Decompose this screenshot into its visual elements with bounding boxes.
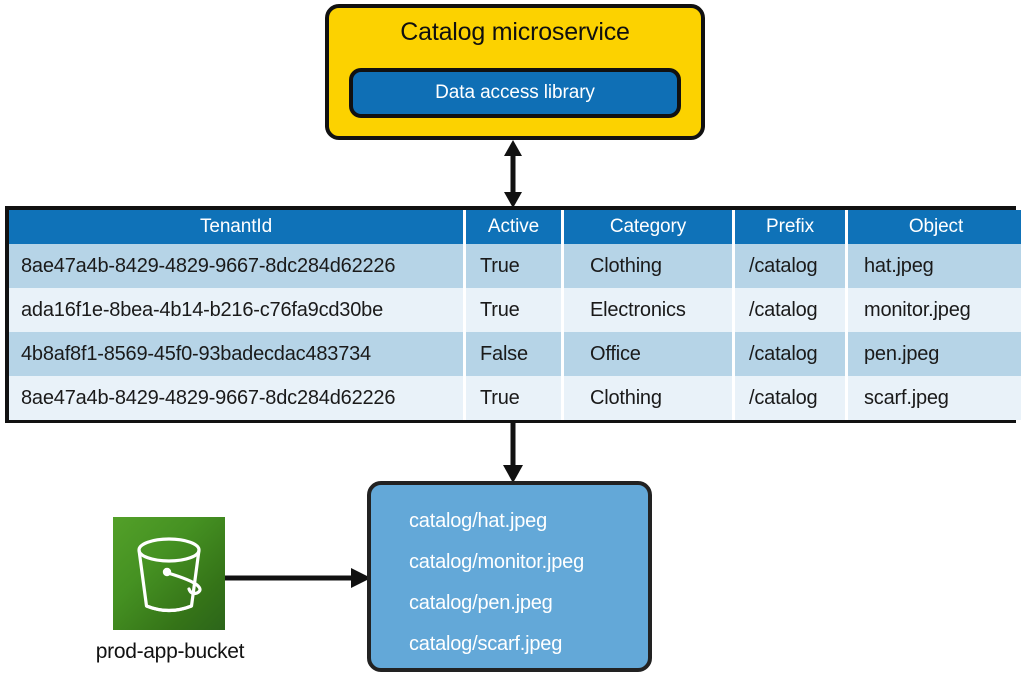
bucket-glyph (137, 537, 202, 613)
tenant-catalog-table: TenantId Active Category Prefix Object 8… (5, 206, 1021, 423)
table-header-active: Active (464, 210, 564, 244)
cell-prefix: /catalog (733, 376, 848, 420)
cell-tenantid: 4b8af8f1-8569-45f0-93badecdac483734 (9, 332, 466, 376)
cell-active: True (464, 288, 564, 332)
connector-table-to-objects-arrow (503, 423, 523, 483)
data-access-library-label: Data access library (435, 82, 595, 103)
cell-category: Clothing (562, 376, 735, 420)
table-header-category: Category (562, 210, 735, 244)
connector-bucket-to-objects-arrow (225, 568, 371, 588)
catalog-microservice-box: Catalog microservice Data access library (325, 4, 705, 140)
cell-tenantid: 8ae47a4b-8429-4829-9667-8dc284d62226 (9, 244, 466, 288)
table-header-tenantid: TenantId (9, 210, 466, 244)
cell-object: hat.jpeg (846, 244, 1021, 288)
catalog-microservice-title: Catalog microservice (400, 18, 630, 46)
table-row: 4b8af8f1-8569-45f0-93badecdac483734 Fals… (9, 332, 1021, 376)
object-path-line: catalog/monitor.jpeg (409, 551, 585, 573)
data-access-library-box: Data access library (349, 68, 681, 118)
cell-tenantid: ada16f1e-8bea-4b14-b216-c76fa9cd30be (9, 288, 466, 332)
connector-service-to-table-arrow (504, 140, 522, 208)
cell-object: scarf.jpeg (846, 376, 1021, 420)
table-header-prefix: Prefix (733, 210, 848, 244)
cell-object: pen.jpeg (846, 332, 1021, 376)
s3-bucket-icon (113, 517, 225, 630)
cell-prefix: /catalog (733, 288, 848, 332)
table-header-object: Object (846, 210, 1021, 244)
object-path-line: catalog/hat.jpeg (409, 510, 548, 532)
table-row: 8ae47a4b-8429-4829-9667-8dc284d62226 Tru… (9, 376, 1021, 420)
cell-active: True (464, 376, 564, 420)
cell-active: True (464, 244, 564, 288)
object-path-line: catalog/pen.jpeg (409, 592, 553, 614)
cell-category: Clothing (562, 244, 735, 288)
bucket-label: prod-app-bucket (95, 640, 245, 663)
cell-category: Office (562, 332, 735, 376)
cell-category: Electronics (562, 288, 735, 332)
cell-prefix: /catalog (733, 332, 848, 376)
table-row: ada16f1e-8bea-4b14-b216-c76fa9cd30be Tru… (9, 288, 1021, 332)
cell-object: monitor.jpeg (846, 288, 1021, 332)
table-row: 8ae47a4b-8429-4829-9667-8dc284d62226 Tru… (9, 244, 1021, 288)
table-header-row: TenantId Active Category Prefix Object (9, 210, 1021, 244)
cell-prefix: /catalog (733, 244, 848, 288)
objects-list-box: catalog/hat.jpeg catalog/monitor.jpeg ca… (367, 481, 652, 672)
cell-active: False (464, 332, 564, 376)
cell-tenantid: 8ae47a4b-8429-4829-9667-8dc284d62226 (9, 376, 466, 420)
object-path-line: catalog/scarf.jpeg (409, 633, 563, 655)
